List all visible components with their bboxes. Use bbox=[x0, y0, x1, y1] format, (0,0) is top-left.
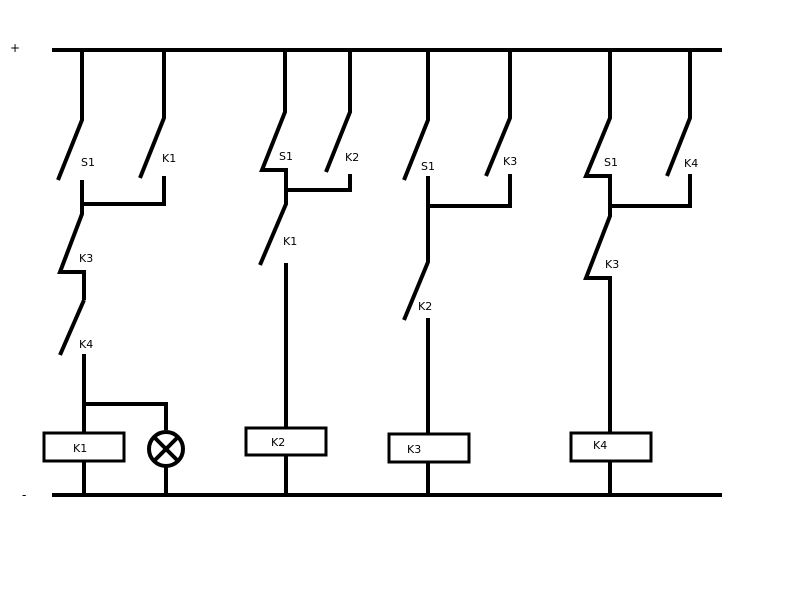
lamp-icon bbox=[147, 430, 185, 468]
contact-k2-hold-branch2 bbox=[324, 50, 352, 190]
contact-s1-branch2 bbox=[259, 50, 288, 190]
label-s1-branch1: S1 bbox=[81, 156, 95, 169]
positive-rail-label: + bbox=[10, 41, 20, 55]
contact-k3-branch1 bbox=[57, 204, 86, 300]
label-k2-hold-branch2: K2 bbox=[345, 151, 359, 164]
label-coil-k1: K1 bbox=[73, 442, 87, 455]
branch-1 bbox=[42, 50, 185, 495]
coil-k3 bbox=[387, 432, 471, 464]
label-k3-branch1: K3 bbox=[79, 252, 93, 265]
contact-s1-branch1 bbox=[56, 50, 84, 204]
contact-k1-branch2 bbox=[258, 190, 288, 428]
coil-k1 bbox=[42, 431, 126, 463]
negative-rail-label: - bbox=[22, 488, 26, 502]
branch-4 bbox=[569, 50, 692, 495]
label-k3-branch4: K3 bbox=[605, 258, 619, 271]
label-coil-k3: K3 bbox=[407, 443, 421, 456]
label-k2-branch3: K2 bbox=[418, 300, 432, 313]
contact-s1-branch3 bbox=[402, 50, 430, 206]
contact-k2-branch3 bbox=[402, 206, 430, 434]
label-k1-hold-branch1: K1 bbox=[162, 152, 176, 165]
contact-k4-branch1 bbox=[58, 299, 86, 433]
label-s1-branch3: S1 bbox=[421, 160, 435, 173]
label-k3-hold-branch3: K3 bbox=[503, 155, 517, 168]
coil-k4 bbox=[569, 431, 653, 463]
coil-k2 bbox=[244, 426, 328, 457]
branch-2 bbox=[244, 50, 352, 495]
contact-s1-branch4 bbox=[583, 50, 612, 206]
label-k4-hold-branch4: K4 bbox=[684, 157, 698, 170]
lamp-feed-wire bbox=[84, 402, 168, 430]
label-coil-k4: K4 bbox=[593, 439, 607, 452]
contact-k4-hold-branch4 bbox=[665, 50, 692, 206]
contact-k1-hold-branch1 bbox=[138, 50, 166, 204]
label-k4-branch1: K4 bbox=[79, 338, 93, 351]
label-k1-branch2: K1 bbox=[283, 235, 297, 248]
contact-k3-hold-branch3 bbox=[484, 50, 512, 206]
contact-k3-branch4 bbox=[583, 206, 612, 433]
label-coil-k2: K2 bbox=[271, 436, 285, 449]
label-s1-branch4: S1 bbox=[604, 156, 618, 169]
branch-3 bbox=[387, 50, 512, 495]
label-s1-branch2: S1 bbox=[279, 150, 293, 163]
